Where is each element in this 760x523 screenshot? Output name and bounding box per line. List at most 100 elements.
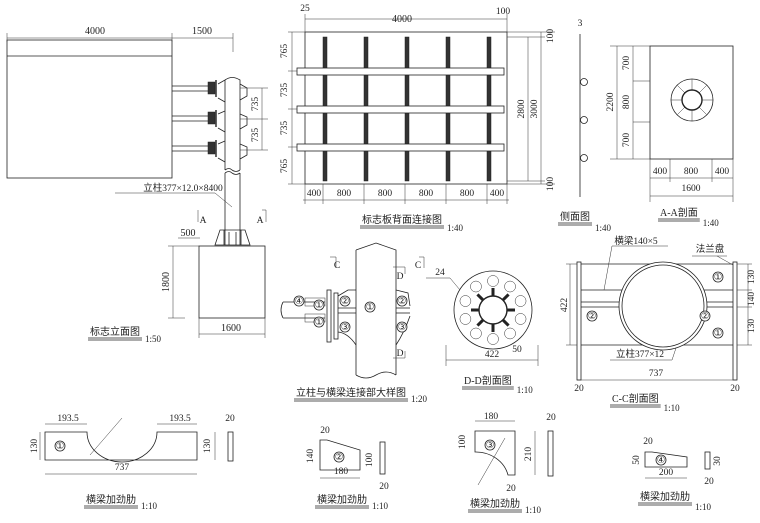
dim-text: 765	[280, 159, 290, 174]
dim-text: 130	[747, 270, 757, 285]
view-scale: 1:40	[447, 223, 464, 233]
post	[214, 77, 251, 246]
callout-1: ①	[714, 272, 723, 283]
callout-1: ①	[714, 328, 723, 339]
bolt-hole	[470, 280, 482, 293]
dim-text: 100	[458, 435, 468, 450]
dim-text: 4000	[392, 14, 412, 25]
view-title: 横梁加劲肋	[640, 490, 690, 503]
dim-text: 700	[622, 133, 632, 148]
dim-text: 500	[181, 228, 196, 239]
rib-2: ② 20 140 180 100 20 横梁加劲肋 1:10	[306, 426, 389, 511]
callout-1: ①	[315, 300, 324, 311]
base-flange	[670, 78, 714, 122]
dim-text: 130	[30, 439, 40, 454]
dim-text: 735	[251, 97, 261, 112]
dim-text: 180	[484, 412, 499, 422]
elevation-view: 4000 1500 1600 1800 500 735 735 立柱377×12…	[6, 26, 268, 344]
dim-text: 20	[730, 384, 740, 394]
view-title: 横梁加劲肋	[317, 493, 367, 506]
callout-4: ④	[295, 296, 304, 307]
section-mark-c: C	[334, 261, 340, 271]
section-cc: ② ② ① ① 横梁140×5 法兰盘 立柱377×12 422 130 140…	[560, 235, 757, 413]
stiffener-rib	[501, 293, 510, 302]
view-scale: 1:10	[517, 385, 534, 395]
section-mark-a: A	[200, 216, 207, 226]
dim-text: 400	[715, 167, 730, 177]
dim-text: 1500	[192, 26, 212, 37]
view-title: 立柱与横梁连接部大样图	[296, 386, 406, 399]
dim-text: 2200	[606, 92, 616, 111]
dim-text: 140	[747, 292, 757, 307]
dim-text: 400	[490, 189, 505, 199]
dim-text: 100	[546, 29, 556, 44]
bolt-hole	[459, 295, 472, 307]
bolt-hole	[487, 275, 499, 287]
dim-text: 400	[653, 167, 668, 177]
view-scale: 1:20	[411, 394, 428, 404]
bolt-holes	[459, 275, 527, 345]
callout-3: ③	[486, 440, 495, 451]
bolt-hole	[459, 313, 472, 325]
rib-1: ① 193.5 193.5 130 130 737 20 横梁加劲肋 1:10	[30, 414, 235, 511]
view-scale: 1:40	[703, 218, 720, 228]
dim-text: 1800	[161, 272, 172, 292]
dim-text: 140	[306, 449, 316, 464]
dim-text: 3000	[530, 99, 540, 118]
dim-text: 400	[307, 189, 322, 199]
dim-text: 700	[622, 56, 632, 71]
dim-text: 50	[512, 345, 522, 355]
dim-text: 422	[560, 298, 570, 313]
callout-3: ③	[341, 322, 350, 333]
section-dd: 422 24 50 D-D剖面图 1:10	[426, 268, 539, 395]
dim-text: 737	[115, 463, 130, 473]
view-title: 横梁加劲肋	[86, 493, 136, 506]
callout-3: ③	[398, 322, 407, 333]
callout-2: ②	[335, 452, 344, 463]
dim-text: 2800	[517, 99, 527, 118]
callout-1: ①	[315, 317, 324, 328]
dim-text: 800	[684, 167, 699, 177]
connection-detail: ② ③ ② ③ ① ① ① ④ C C D D 立柱与横梁连接部大样图 1:20	[280, 242, 428, 404]
section-mark-d: D	[397, 349, 404, 359]
back-view: 25 4000 100 765 735 735 765 2800 3000 10…	[280, 4, 556, 233]
dim-text: 1600	[682, 184, 701, 194]
dim-text: 422	[485, 350, 500, 360]
post-label: 立柱377×12	[616, 348, 664, 360]
dim-text: 100	[496, 7, 511, 17]
dim-text: 200	[659, 468, 674, 478]
sign-board	[6, 39, 173, 179]
dim-text: 800	[460, 189, 475, 199]
dim-text: 25	[300, 4, 310, 14]
dim-text: 20	[643, 437, 653, 447]
view-scale: 1:10	[695, 502, 712, 512]
dim-text: 50	[632, 455, 642, 465]
dim-text: 3	[578, 19, 583, 29]
dim-text: 800	[622, 95, 632, 110]
dim-text: 735	[280, 83, 290, 98]
dim-text: 735	[251, 128, 261, 143]
dim-text: 20	[320, 426, 330, 436]
view-title: 标志板背面连接图	[362, 213, 442, 226]
dim-text: 130	[203, 439, 213, 454]
view-title: 标志立面图	[90, 325, 140, 338]
section-mark-a: A	[257, 216, 264, 226]
callout-2: ②	[398, 296, 407, 307]
dim-text: 800	[337, 189, 352, 199]
post-label: 立柱377×12.0×8400	[143, 182, 223, 194]
stiffener-rib	[501, 318, 510, 327]
bolt-hole	[504, 280, 516, 293]
dim-text: 737	[649, 369, 664, 379]
bolt-hole	[470, 327, 482, 340]
callout-2: ②	[701, 311, 710, 322]
dim-text: 800	[419, 189, 434, 199]
rib-3: ③ 180 100 210 20 20 横梁加劲肋 1:10	[458, 412, 556, 515]
dim-text: 800	[378, 189, 393, 199]
dim-text: 765	[280, 44, 290, 59]
beam-label: 横梁140×5	[614, 235, 658, 247]
dim-text: 210	[524, 447, 534, 462]
view-title: D-D剖面图	[464, 374, 512, 387]
dim-text: 180	[334, 467, 349, 477]
